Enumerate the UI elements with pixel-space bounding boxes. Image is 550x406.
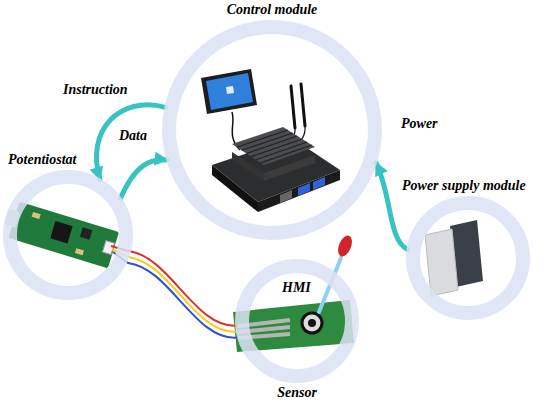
arrow-line	[120, 160, 167, 199]
fin	[256, 142, 307, 160]
tablet-body	[201, 69, 257, 114]
module-circle: Control module	[162, 20, 382, 240]
heatsink-top	[232, 127, 315, 165]
module-circle: Potentiostat	[3, 170, 133, 300]
module-circle: Sensor	[235, 259, 359, 383]
fin	[246, 136, 297, 154]
heatsink-fins	[237, 130, 312, 163]
flow-arrow	[376, 163, 408, 250]
edge-label: Instruction	[62, 82, 129, 98]
ring-outline	[10, 177, 126, 293]
module-heading: Power supply module	[402, 178, 526, 194]
tablet-screen	[206, 73, 253, 110]
edge-label: Power	[400, 116, 439, 132]
electrode	[302, 313, 322, 333]
flow-arrow	[96, 105, 165, 180]
ring-outline	[242, 266, 352, 376]
module-heading: Control module	[227, 2, 318, 18]
component	[75, 248, 84, 255]
working-electrode	[308, 319, 316, 327]
control-board	[212, 127, 340, 212]
circle-ring	[406, 196, 530, 320]
arrow-line	[376, 163, 408, 250]
fin	[242, 133, 293, 150]
usb-port	[313, 177, 325, 190]
wire-bundle	[128, 251, 237, 338]
circle-ring	[162, 20, 382, 240]
stylus	[291, 86, 295, 128]
edge-label: Data	[118, 128, 148, 144]
power-bank	[425, 229, 458, 296]
wire	[128, 263, 237, 338]
board-top	[212, 138, 340, 202]
power-banks	[425, 220, 483, 296]
fin	[261, 145, 312, 163]
stylus	[301, 84, 305, 126]
ethernet-port	[280, 190, 292, 203]
module-circle: Power supply module	[406, 196, 530, 320]
usb-port	[298, 183, 310, 196]
component	[32, 212, 41, 219]
module-heading: Potentiostat	[8, 152, 76, 168]
part-label: HMI	[281, 280, 312, 296]
screen-logo	[226, 86, 234, 94]
circle-ring	[235, 259, 359, 383]
circle-ring	[3, 170, 133, 300]
arrow-line	[96, 105, 165, 180]
fin	[237, 130, 288, 147]
pcb	[8, 202, 119, 269]
dropper-bulb	[335, 234, 354, 259]
module-heading: Sensor	[277, 385, 317, 401]
flow-arrow	[120, 160, 167, 199]
component	[80, 227, 92, 239]
tablet	[201, 69, 257, 150]
ring-outline	[169, 27, 375, 233]
chip	[50, 221, 72, 243]
ring-outline	[413, 203, 523, 313]
fin	[251, 139, 302, 157]
